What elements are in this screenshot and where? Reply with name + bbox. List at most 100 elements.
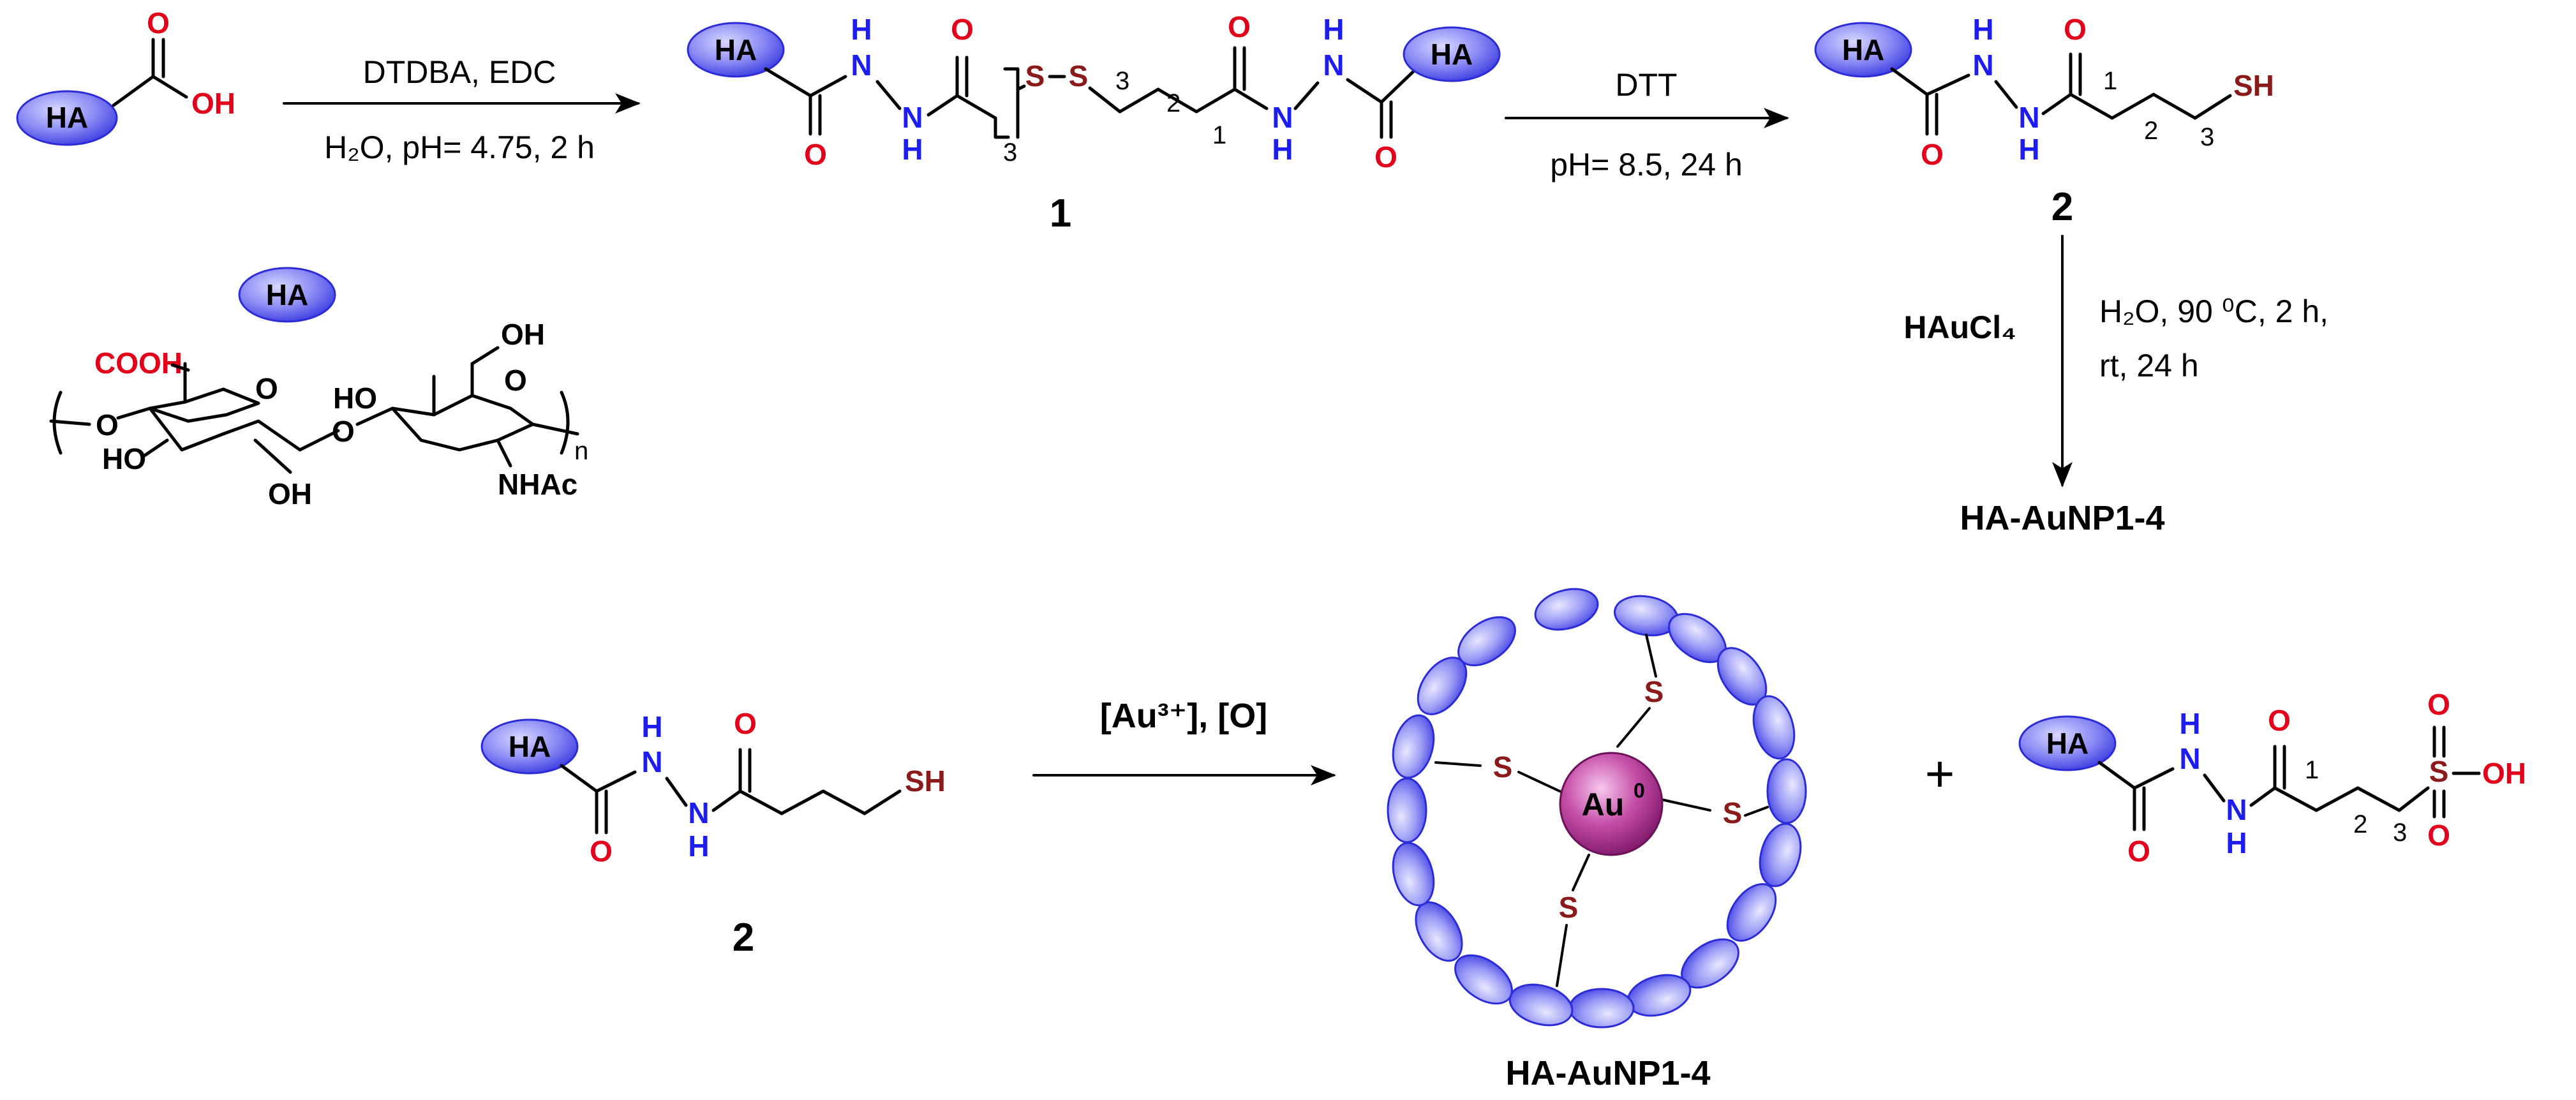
nitrogen-atom-label: N (851, 48, 872, 82)
ha-label: HA (2046, 727, 2088, 760)
nitrogen-h-label: H (688, 829, 709, 863)
ha-label: HA (266, 278, 308, 311)
oxygen-atom-label: O (2127, 835, 2150, 868)
nitrogen-atom-label: N (1972, 48, 1993, 82)
locant-2: 2 (2144, 117, 2158, 145)
oxygen-atom-label: O (590, 835, 613, 868)
plus-sign: + (1925, 745, 1955, 802)
locant-3: 3 (1003, 138, 1017, 167)
sulfonic-acid-byproduct: HA O H N N H O 1 2 3 S O O OH (2018, 688, 2526, 868)
nitrogen-h-label: H (1972, 13, 1993, 46)
hydroxyl-label-left: HO (102, 442, 146, 475)
sulfonyl-oxygen-label: O (2427, 688, 2450, 721)
ha-bead-icon (1387, 777, 1427, 844)
nitrogen-h-label: H (2018, 133, 2039, 166)
hydroxyl-label-bottom: OH (268, 477, 312, 510)
ring-oxygen-label: O (504, 364, 527, 397)
repeat-unit-n: n (574, 437, 588, 465)
locant-3: 3 (1115, 67, 1129, 95)
gold-core (1559, 752, 1664, 856)
gold-oxidation-state: 0 (1634, 779, 1645, 802)
locant-1: 1 (2305, 756, 2319, 784)
step1-conditions: H₂O, pH= 4.75, 2 h (324, 130, 595, 165)
oxygen-atom-label: O (951, 13, 974, 46)
product-label-middle: HA-AuNP1-4 (1960, 499, 2164, 537)
ha-bead-icon (1392, 714, 1435, 779)
sulfur-atom-label: S (1644, 675, 1664, 708)
sulfur-atom-label: S (1025, 59, 1045, 93)
compound-1-structure: HA O H N N H O 3 S S 3 2 1 O (687, 10, 1501, 235)
nitrogen-atom-label: N (2018, 101, 2039, 134)
step1-reagent: DTDBA, EDC (363, 54, 556, 90)
thiol-label: SH (2233, 69, 2274, 102)
product-label-bottom: HA-AuNP1-4 (1505, 1054, 1710, 1092)
oxygen-atom-label: O (1374, 140, 1397, 174)
nitrogen-h-label: H (1272, 133, 1293, 166)
reaction-step-4: [Au³⁺], [O] (1032, 697, 1336, 785)
ha-bead-icon (1766, 758, 1807, 824)
reaction-step-2: DTT pH= 8.5, 24 h (1505, 67, 1789, 182)
gold-core-label: Au (1582, 787, 1625, 822)
reaction-step-3: HAuCl₄ H₂O, 90 ⁰C, 2 h, rt, 24 h HA-AuNP… (1903, 235, 2328, 537)
locant-1: 1 (1212, 121, 1226, 149)
nitrogen-h-label: H (851, 13, 872, 46)
compound-2-number: 2 (2051, 185, 2073, 229)
ha-bead-icon (1457, 616, 1516, 667)
oxygen-atom-label: O (804, 138, 827, 171)
nitrogen-atom-label: N (2179, 742, 2200, 775)
ha-bead-icon (1726, 883, 1777, 942)
step2-reagent: DTT (1615, 67, 1677, 103)
ha-bead-icon (1752, 695, 1796, 760)
hyaluronic-acid-structure: HA O O COOH HO OH O O HO OH NHAc n (49, 267, 588, 510)
nitrogen-h-label: H (2179, 707, 2200, 740)
sulfur-atom-label: S (1559, 891, 1579, 924)
ring-oxygen-label: O (255, 372, 278, 405)
ha-bead-icon (480, 718, 579, 775)
nitrogen-atom-label: N (902, 101, 923, 134)
ha-carboxylic-acid: HA O OH (16, 6, 235, 146)
nitrogen-atom-label: N (1323, 48, 1344, 82)
ha-bead-icon (1814, 22, 1912, 78)
compound-2-bottom-number: 2 (733, 916, 754, 960)
acetamido-label: NHAc (498, 468, 577, 501)
ha-bead-icon (1568, 988, 1635, 1029)
ha-bead-icon (1392, 842, 1435, 907)
hydroxyl-label-top: OH (501, 318, 545, 351)
step4-reagent: [Au³⁺], [O] (1100, 697, 1267, 735)
ha-label: HA (1842, 33, 1884, 66)
oxygen-atom-label: O (1228, 10, 1251, 43)
nitrogen-h-label: H (1323, 13, 1344, 46)
ha-bead-icon (2018, 715, 2117, 771)
step3-reagent: HAuCl₄ (1903, 309, 2016, 345)
step3-conditions-line2: rt, 24 h (2099, 348, 2199, 383)
sulfonyl-oxygen-label: O (2427, 819, 2450, 852)
locant-2: 2 (2353, 810, 2367, 838)
nitrogen-h-label: H (641, 710, 662, 743)
nitrogen-h-label: H (902, 133, 923, 166)
nitrogen-atom-label: N (1272, 101, 1293, 134)
nitrogen-h-label: H (2226, 826, 2247, 859)
oxygen-atom-label: O (2064, 13, 2087, 46)
sulfonic-hydroxyl-label: OH (2482, 757, 2526, 790)
hydroxyl-label: OH (191, 87, 235, 120)
ha-label: HA (509, 730, 551, 763)
locant-1: 1 (2103, 67, 2117, 95)
sulfur-atom-label: S (1069, 59, 1089, 93)
oxygen-atom-label: O (734, 707, 757, 740)
ha-bead-icon (687, 22, 785, 78)
locant-3: 3 (2200, 123, 2214, 151)
compound-1-number: 1 (1050, 191, 1071, 235)
sulfur-atom-label: S (1493, 750, 1513, 784)
ha-label: HA (715, 33, 757, 66)
ha-label: HA (1431, 38, 1473, 71)
carboxylic-acid-label: COOH (94, 346, 182, 380)
ha-bead-icon (1454, 954, 1513, 1005)
ha-bead-icon (1759, 822, 1802, 888)
oxygen-atom-label: O (1921, 138, 1944, 171)
compound-2-structure: HA O H N N H O 1 2 3 SH 2 (1814, 13, 2274, 229)
reaction-step-1: DTDBA, EDC H₂O, pH= 4.75, 2 h (283, 54, 641, 165)
nitrogen-atom-label: N (2226, 793, 2247, 826)
sulfur-atom-label: S (2429, 755, 2449, 788)
nitrogen-atom-label: N (688, 796, 709, 829)
